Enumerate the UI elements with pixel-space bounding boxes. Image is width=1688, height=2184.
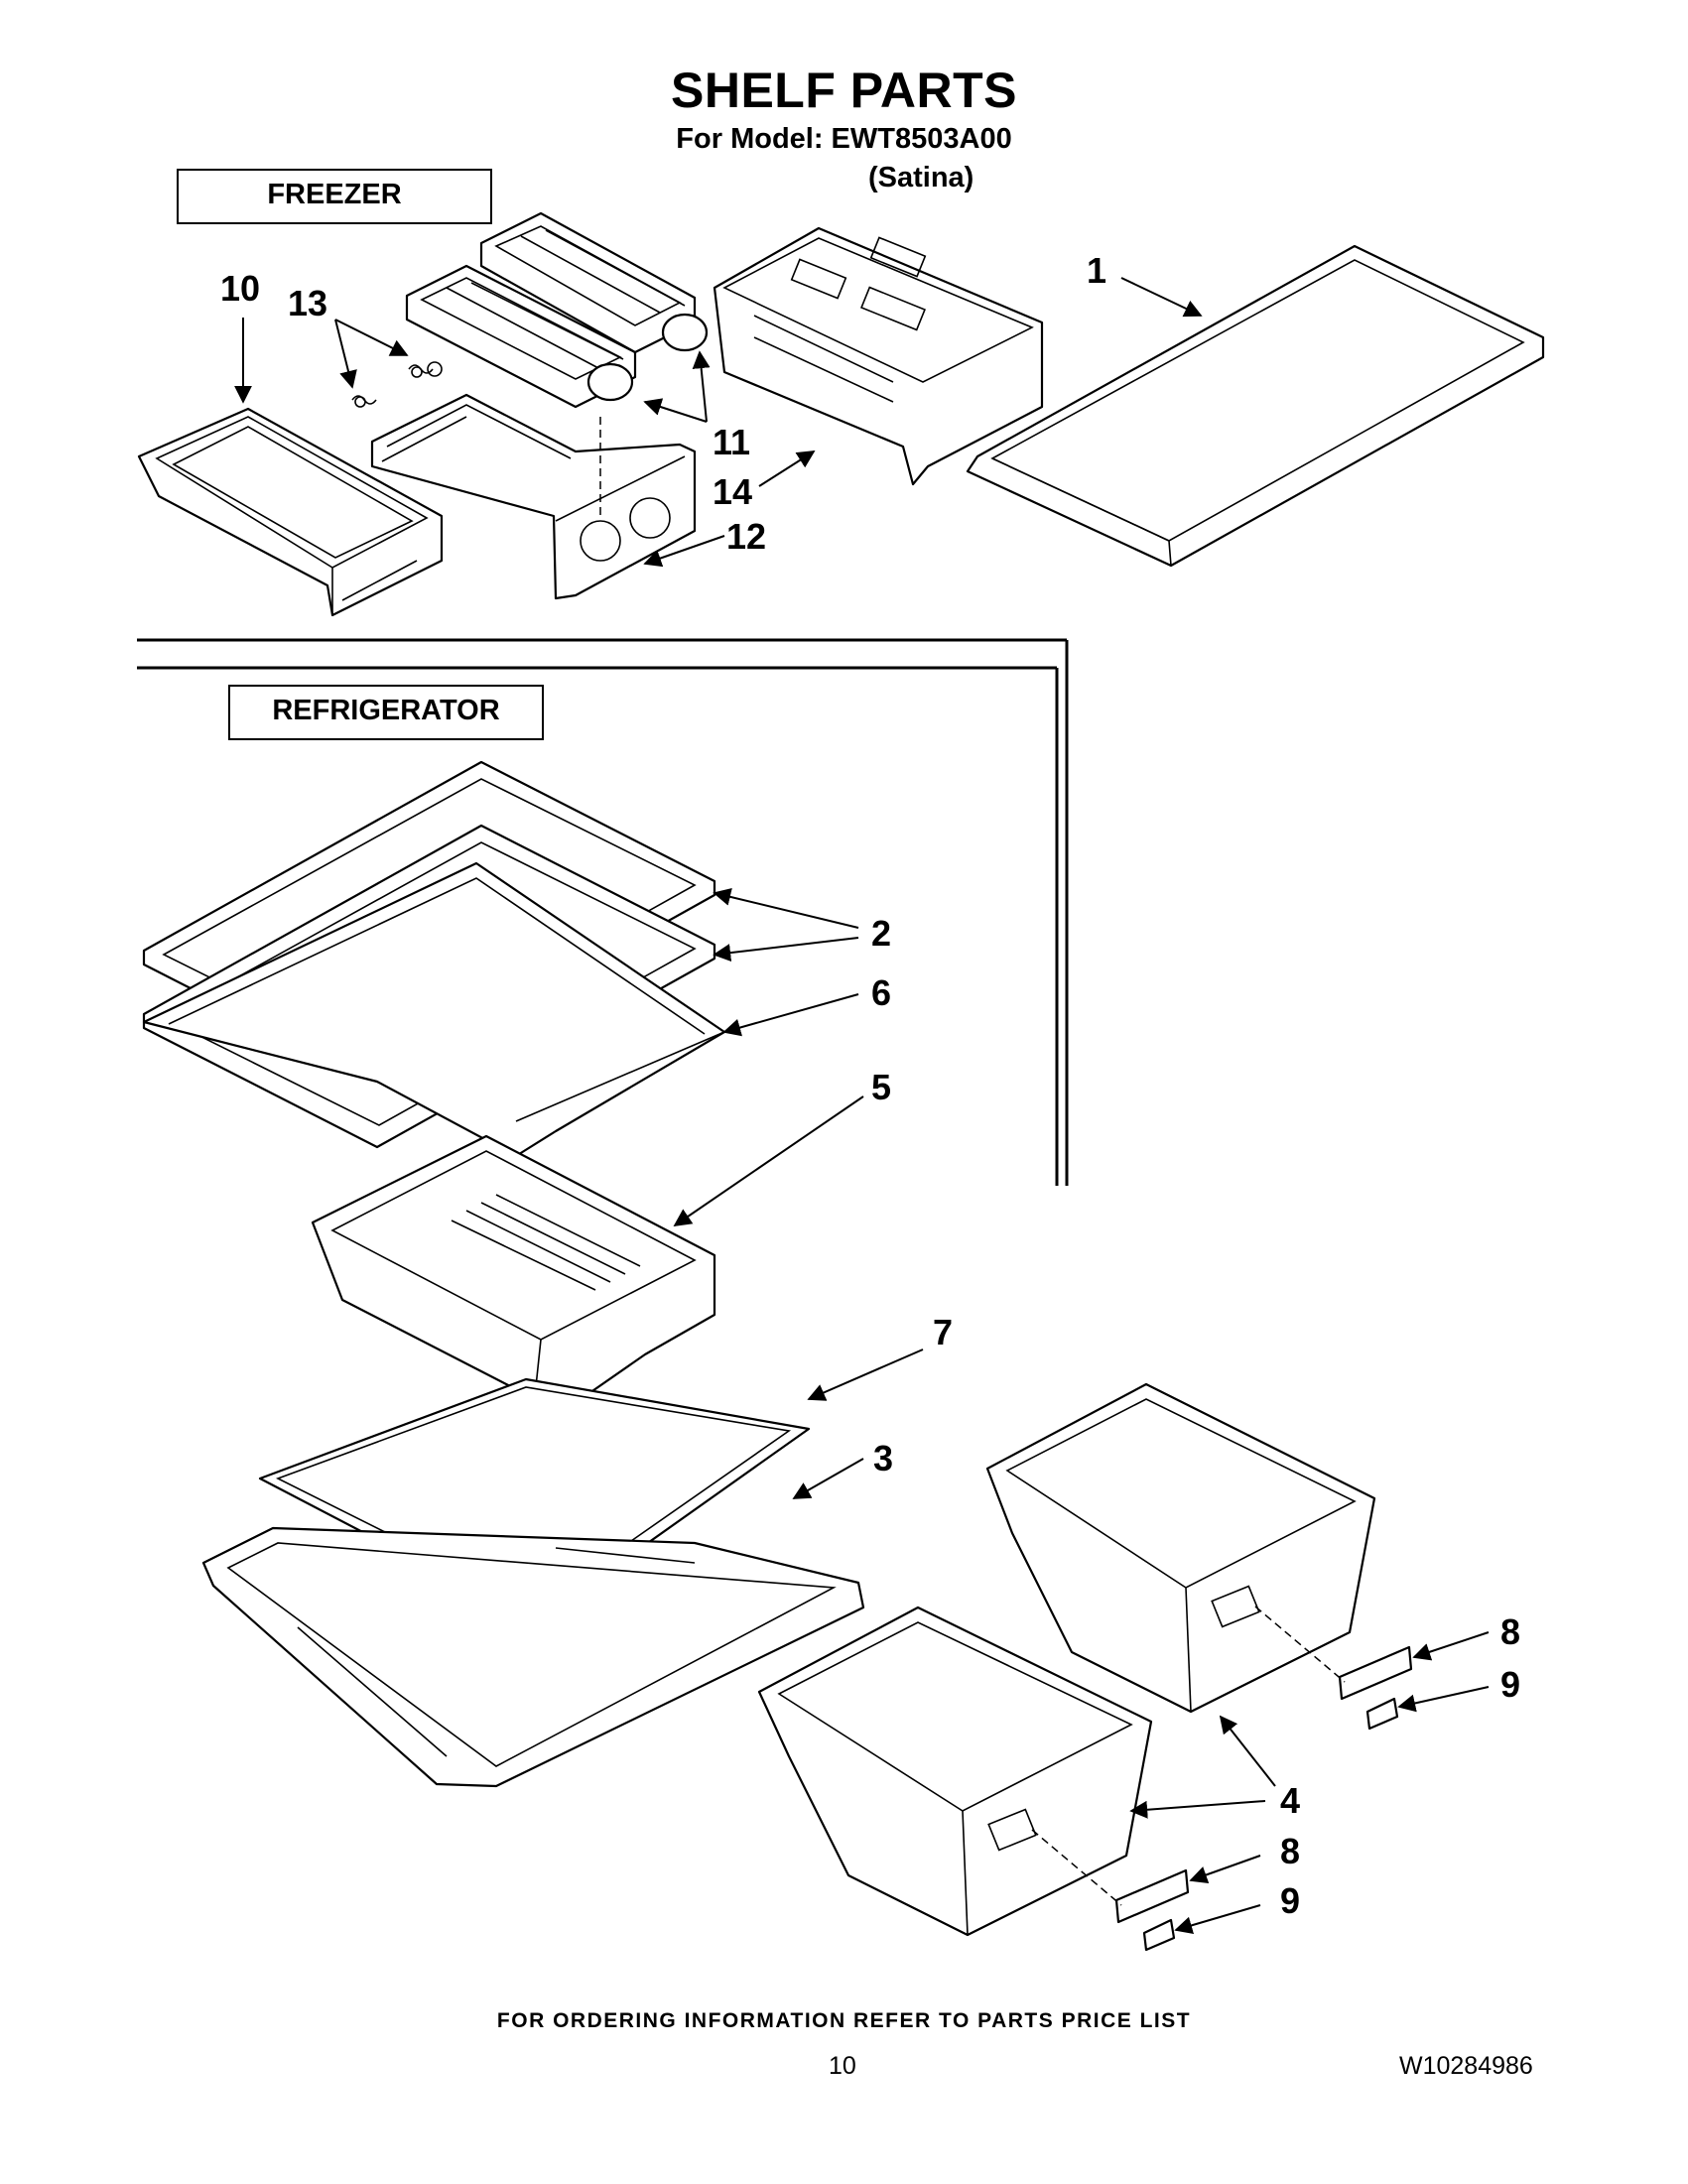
callout-13: 13 [288, 283, 327, 323]
ordering-note: FOR ORDERING INFORMATION REFER TO PARTS … [496, 2009, 1192, 2032]
part-8-9-clips-upper [1254, 1606, 1413, 1731]
page-number: 10 [829, 2052, 856, 2080]
page-title: SHELF PARTS [670, 63, 1018, 118]
callout-8-upper: 8 [1500, 1611, 1520, 1652]
part-12-ice-bin [370, 393, 697, 600]
part-3-crisper-cover [201, 1526, 865, 1788]
model-line: For Model: EWT8503A00 [676, 123, 1012, 155]
callout-1: 1 [1087, 250, 1106, 291]
callout-9-upper: 9 [1500, 1664, 1520, 1705]
callout-5: 5 [871, 1067, 891, 1107]
callout-7: 7 [933, 1312, 953, 1352]
callout-8-lower: 8 [1280, 1831, 1300, 1871]
callout-11: 11 [713, 422, 750, 462]
callout-10: 10 [220, 268, 260, 309]
part-8-9-clips-lower [1031, 1829, 1190, 1952]
part-6-shelf-frame [142, 861, 726, 1158]
refrigerator-section-label: REFRIGERATOR [228, 685, 544, 740]
callout-14: 14 [713, 471, 752, 512]
leader-lines [234, 277, 1490, 1935]
document-number: W10284986 [1399, 2052, 1533, 2080]
callout-4: 4 [1280, 1780, 1300, 1821]
part-1-freezer-shelf [966, 244, 1545, 568]
part-10-freezer-tray [137, 407, 444, 617]
callout-2: 2 [871, 913, 891, 954]
part-14-icemaker-cover [713, 226, 1044, 486]
part-5-deli-drawer [311, 1134, 716, 1436]
callout-9-lower: 9 [1280, 1880, 1300, 1921]
freezer-section-label: FREEZER [177, 169, 492, 224]
callout-6: 6 [871, 972, 891, 1013]
part-4-crisper-drawer-lower [757, 1606, 1153, 1937]
callout-12: 12 [726, 516, 766, 557]
section-divider [137, 638, 1069, 1186]
part-13-springs [351, 361, 443, 408]
part-11-ice-trays [405, 211, 709, 516]
callout-3: 3 [873, 1438, 893, 1478]
model-variant: (Satina) [868, 162, 974, 193]
part-4-crisper-drawer-upper [985, 1382, 1376, 1714]
